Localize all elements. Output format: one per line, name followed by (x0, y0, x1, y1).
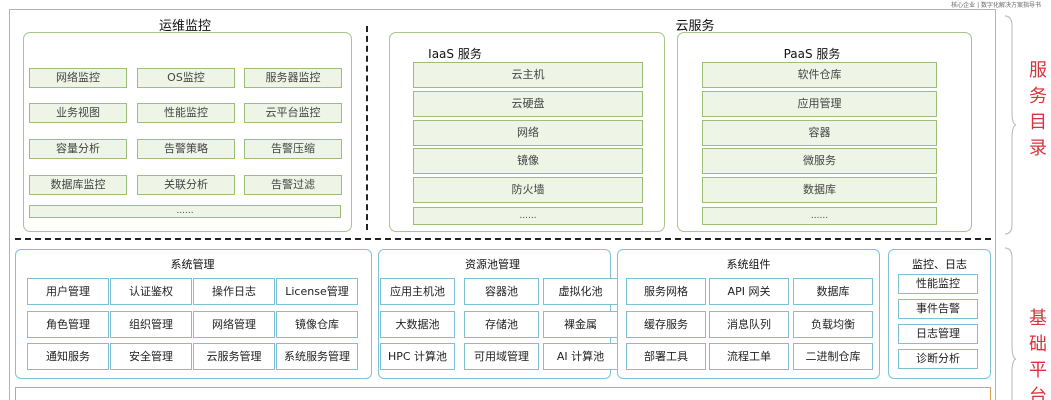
platform-item: 用户管理 (27, 278, 109, 305)
platform-item: 消息队列 (709, 311, 789, 338)
platform-item: 认证鉴权 (110, 278, 192, 305)
ops-more: ...... (29, 205, 341, 218)
platform-item: 裸金属 (543, 311, 618, 338)
platform-item: 云服务管理 (193, 343, 275, 370)
platform-item: 安全管理 (110, 343, 192, 370)
platform-item: 镜像仓库 (276, 311, 358, 338)
platform-item: 存储池 (464, 311, 539, 338)
ops-item: 容量分析 (29, 139, 127, 159)
platform-item: License管理 (276, 278, 358, 305)
section-divider-vertical (366, 26, 368, 230)
base-brace (1004, 247, 1017, 400)
base-platform-label: 基础平台 (1029, 308, 1047, 400)
platform-item: HPC 计算池 (380, 343, 455, 370)
bottom-layer-bar (15, 387, 991, 400)
service-brace (1004, 15, 1017, 235)
ops-item: 告警过滤 (244, 175, 342, 195)
ops-item: 告警策略 (137, 139, 235, 159)
comp-title: 系统组件 (726, 258, 771, 271)
platform-item: AI 计算池 (543, 343, 618, 370)
platform-item: 大数据池 (380, 311, 455, 338)
platform-item: 容器池 (464, 278, 539, 305)
ops-item: 性能监控 (137, 103, 235, 123)
ops-title: 运维监控 (158, 19, 211, 34)
service-item: 云主机 (413, 62, 643, 88)
service-item: 数据库 (702, 177, 937, 203)
paas-title: PaaS 服务 (783, 47, 841, 61)
service-more: ...... (413, 207, 643, 225)
service-item: 云硬盘 (413, 91, 643, 117)
platform-item: 服务网格 (626, 278, 706, 305)
platform-item: 二进制仓库 (793, 343, 873, 370)
ops-item: 数据库监控 (29, 175, 127, 195)
ops-item: 服务器监控 (244, 68, 342, 88)
service-catalog-frame (9, 9, 996, 400)
service-item: 软件仓库 (702, 62, 937, 88)
ops-item: 告警压缩 (244, 139, 342, 159)
service-item: 应用管理 (702, 91, 937, 117)
platform-item: 系统服务管理 (276, 343, 358, 370)
ops-item: 关联分析 (137, 175, 235, 195)
service-catalog-label: 服务目录 (1029, 60, 1047, 159)
monlog-item: 日志管理 (898, 324, 978, 344)
platform-item: 应用主机池 (380, 278, 455, 305)
ops-item: 云平台监控 (244, 103, 342, 123)
ops-panel (23, 32, 352, 232)
platform-item: 角色管理 (27, 311, 109, 338)
ops-item: 网络监控 (29, 68, 127, 88)
sysmgmt-title: 系统管理 (170, 258, 215, 271)
monlog-item: 事件告警 (898, 299, 978, 319)
service-item: 微服务 (702, 148, 937, 174)
iaas-title: IaaS 服务 (428, 47, 482, 61)
platform-item: 网络管理 (193, 311, 275, 338)
platform-item: 操作日志 (193, 278, 275, 305)
platform-item: 通知服务 (27, 343, 109, 370)
platform-item: 数据库 (793, 278, 873, 305)
monlog-item: 性能监控 (898, 274, 978, 294)
platform-item: 部署工具 (626, 343, 706, 370)
section-divider-horizontal (15, 238, 991, 240)
platform-item: 可用域管理 (464, 343, 539, 370)
service-more: ...... (702, 207, 937, 225)
platform-item: 组织管理 (110, 311, 192, 338)
service-item: 网络 (413, 120, 643, 146)
platform-item: API 网关 (709, 278, 789, 305)
pool-title: 资源池管理 (465, 258, 520, 271)
platform-item: 缓存服务 (626, 311, 706, 338)
monlog-item: 诊断分析 (898, 349, 978, 369)
service-item: 镜像 (413, 148, 643, 174)
service-item: 容器 (702, 120, 937, 146)
cloud-title: 云服务 (675, 19, 715, 34)
top-note: 核心企业 | 数字化解决方案指导书 (951, 2, 1041, 9)
platform-item: 虚拟化池 (543, 278, 618, 305)
ops-item: 业务视图 (29, 103, 127, 123)
platform-item: 流程工单 (709, 343, 789, 370)
platform-item: 负载均衡 (793, 311, 873, 338)
service-item: 防火墙 (413, 177, 643, 203)
monlog-title: 监控、日志 (912, 258, 967, 271)
ops-item: OS监控 (137, 68, 235, 88)
